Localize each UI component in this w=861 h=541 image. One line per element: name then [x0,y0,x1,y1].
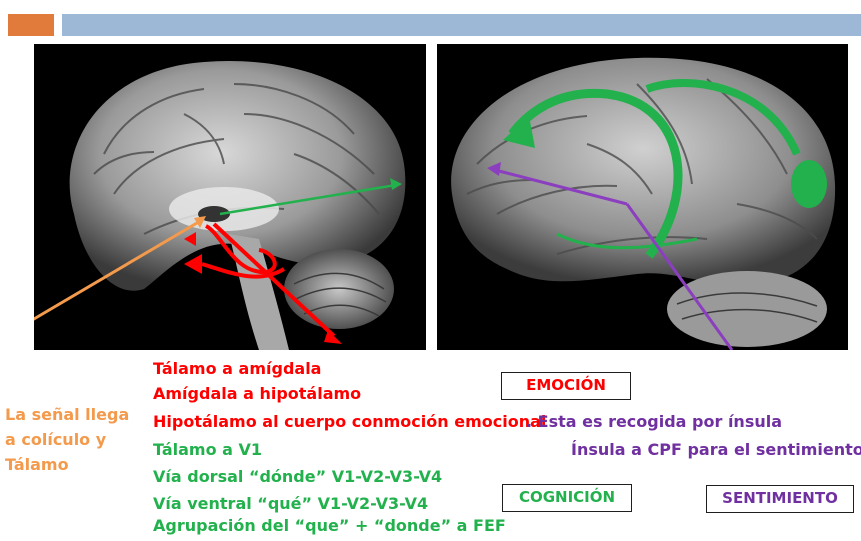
pathway-line-7: Agrupación del “que” + “donde” a FEF [153,516,506,535]
header-accent-bar [8,14,54,36]
pathway-line-3: Hipotálamo al cuerpo conmoción emocional [153,412,547,431]
insula-text: . Esta es recogida por ínsula [526,412,783,431]
feeling-box: SENTIMIENTO [706,485,854,513]
pathway-line-6: Vía ventral “qué” V1-V2-V3-V4 [153,494,429,513]
caption-line-3: Tálamo [5,455,69,474]
caption-line-2: a colículo y [5,430,107,449]
pathway-line-2: Amígdala a hipotálamo [153,384,362,403]
caption-line-1: La señal llega [5,405,130,424]
header-bar [62,14,861,36]
medial-brain-photo [34,44,426,350]
pathway-line-4: Tálamo a V1 [153,440,263,459]
cognition-box: COGNICIÓN [502,484,632,512]
pathway-line-1: Tálamo a amígdala [153,359,322,378]
lateral-brain-photo [437,44,848,350]
emotion-box: EMOCIÓN [501,372,631,400]
pathway-line-5: Vía dorsal “dónde” V1-V2-V3-V4 [153,467,443,486]
insula-cpf-text: Ínsula a CPF para el sentimiento [571,440,861,459]
